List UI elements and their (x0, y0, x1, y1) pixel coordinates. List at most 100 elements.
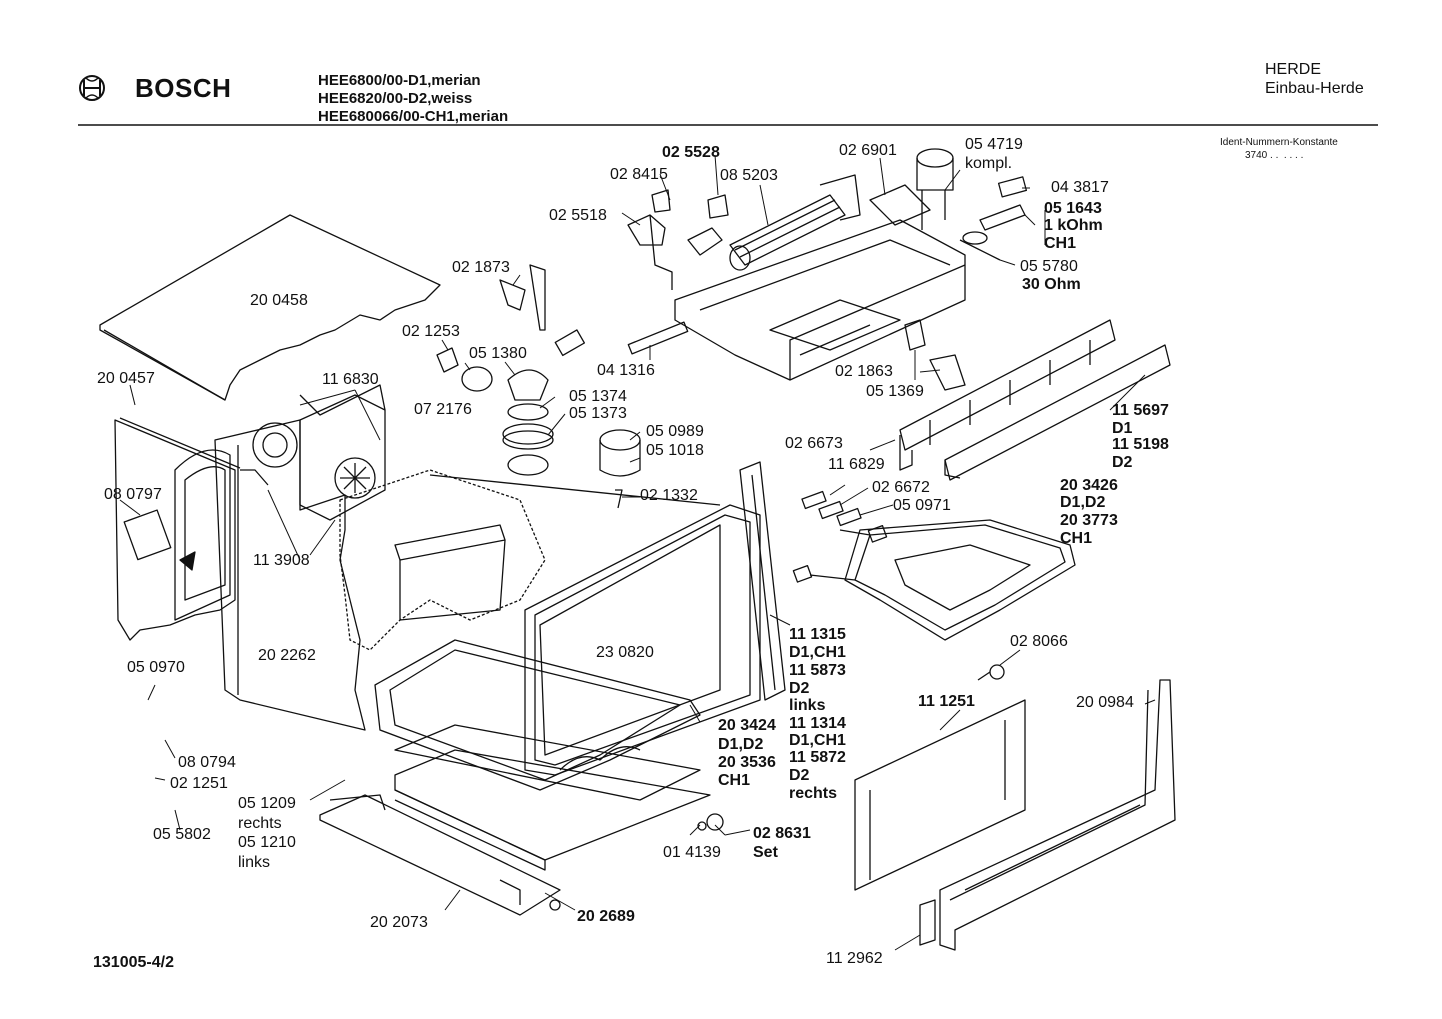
part-label: 11 5872 (789, 749, 846, 766)
part-label: 02 8415 (610, 166, 668, 183)
part-label: CH1 (718, 772, 751, 789)
part-label: 05 1643 (1044, 200, 1102, 217)
fan-motor-assembly (240, 384, 386, 521)
part-label: 20 0458 (250, 292, 308, 309)
thermostat-group (436, 264, 641, 509)
part-label: 11 1314 (789, 715, 846, 732)
part-label: 05 1374 (569, 388, 627, 405)
model-line-2: HEE6820/00-D2,weiss (318, 90, 473, 107)
part-label: 02 8066 (1010, 633, 1068, 650)
thermal-sensor-kit (869, 148, 954, 230)
part-label: 02 6901 (839, 142, 897, 159)
part-label: 11 6829 (828, 456, 885, 473)
part-label: 11 5697 (1112, 402, 1169, 419)
part-label: 08 0797 (104, 486, 162, 503)
door-seal-gasket (374, 639, 701, 791)
part-label: 11 6830 (322, 371, 379, 388)
rear-panel (214, 419, 366, 731)
part-label: 20 3426 (1060, 477, 1118, 494)
part-label: Set (753, 844, 778, 861)
part-label: kompl. (965, 155, 1013, 172)
part-label: D2 (789, 767, 810, 784)
resistor-1k (959, 204, 1026, 261)
part-label: links (789, 697, 826, 714)
part-label: 05 1373 (569, 405, 627, 422)
part-label: D1,D2 (1060, 494, 1106, 511)
document-number: 131005-4/2 (93, 954, 174, 971)
tangential-fan (729, 174, 861, 271)
part-label: CH1 (1044, 235, 1077, 252)
category-title: HERDE (1265, 61, 1322, 78)
part-label: 20 0984 (1076, 694, 1134, 711)
oven-cavity-frame (429, 474, 761, 776)
part-label: 11 5873 (789, 662, 846, 679)
part-label: 05 0989 (646, 423, 704, 440)
part-label: D1,CH1 (789, 644, 846, 661)
leader-lines (119, 154, 1156, 951)
part-label: 20 3773 (1060, 512, 1118, 529)
part-label: 04 1316 (597, 362, 655, 379)
part-label: 11 1251 (918, 693, 975, 710)
category-subtitle: Einbau-Herde (1265, 80, 1364, 97)
part-label: 04 3817 (1051, 179, 1109, 196)
part-label: 11 1315 (789, 626, 846, 643)
part-label: 07 2176 (414, 401, 472, 418)
part-label: 02 1253 (402, 323, 460, 340)
part-label: 05 1018 (646, 442, 704, 459)
part-label: 11 2962 (826, 950, 883, 967)
part-label: 02 1873 (452, 259, 510, 276)
part-label: 05 5802 (153, 826, 211, 843)
rod-strip (627, 321, 689, 355)
part-label: rechts (238, 815, 282, 832)
part-label: 02 8631 (753, 825, 811, 842)
part-label: D1 (1112, 420, 1133, 437)
part-label: 20 2073 (370, 914, 428, 931)
clip-a (801, 490, 827, 510)
part-label: D1,D2 (718, 736, 764, 753)
clip-b (818, 500, 844, 520)
insulation-panels (394, 724, 711, 871)
part-label: 05 1209 (238, 795, 296, 812)
part-label: CH1 (1060, 530, 1093, 547)
part-label: 20 3424 (718, 717, 776, 734)
part-label: 02 1251 (170, 775, 228, 792)
part-label: 20 2262 (258, 647, 316, 664)
part-label: 02 6672 (872, 479, 930, 496)
model-line-1: HEE6800/00-D1,merian (318, 72, 481, 89)
switch-parts (627, 189, 729, 290)
heating-element (792, 519, 1076, 641)
top-mounting-tray (674, 219, 966, 381)
part-label: 05 4719 (965, 136, 1023, 153)
part-label: 11 5198 (1112, 436, 1169, 453)
door-frame-right (919, 679, 1176, 951)
part-label: 02 5528 (662, 144, 720, 161)
part-label: 20 2689 (577, 908, 635, 925)
part-label: links (238, 854, 271, 871)
connector-block (997, 176, 1028, 198)
model-line-3: HEE680066/00-CH1,merian (318, 108, 509, 125)
part-label: 05 0970 (127, 659, 185, 676)
part-label: D2 (789, 680, 810, 697)
part-label: 20 0457 (97, 370, 155, 387)
part-label: 05 1369 (866, 383, 924, 400)
part-label: 11 3908 (253, 552, 310, 569)
part-label: rechts (789, 785, 838, 802)
part-label: 05 5780 (1020, 258, 1078, 275)
ident-value: 3740 . . . . . . (1245, 150, 1304, 161)
switch-clip (904, 319, 926, 351)
part-label: 05 1380 (469, 345, 527, 362)
part-label: 08 0794 (178, 754, 236, 771)
control-panel-frames (899, 319, 1171, 481)
rear-cover-plate (854, 699, 1026, 891)
part-label: 05 1210 (238, 834, 296, 851)
side-panel-left (114, 417, 241, 641)
temperature-sensor (977, 664, 1005, 681)
oven-side-rail (739, 461, 786, 701)
part-label: 20 3536 (718, 754, 776, 771)
part-label: 23 0820 (596, 644, 654, 661)
part-label: 30 Ohm (1022, 276, 1081, 293)
part-label: D2 (1112, 454, 1133, 471)
part-label: 01 4139 (663, 844, 721, 861)
part-label: 1 kOhm (1044, 217, 1103, 234)
clip-c (836, 507, 862, 527)
